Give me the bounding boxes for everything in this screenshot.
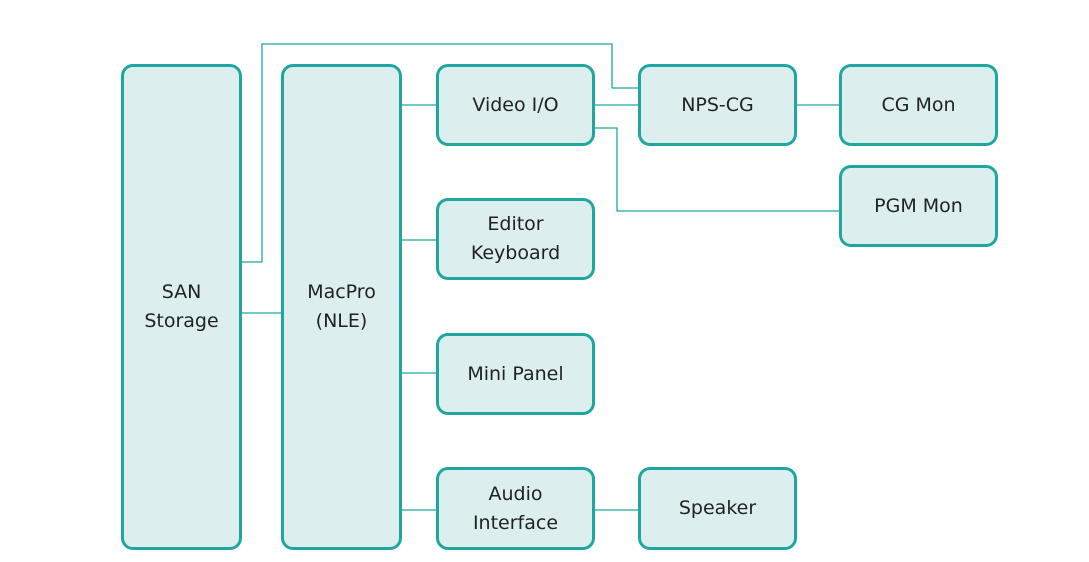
san-storage-label: SAN Storage: [144, 281, 219, 332]
audio-interface-label: Audio Interface: [472, 482, 559, 534]
mini-panel-node: Mini Panel: [436, 333, 595, 415]
nps-cg-node: NPS-CG: [638, 64, 797, 146]
connector-san-to-nps-cg: [241, 43, 640, 263]
connector-video-io-to-pgm-mon: [594, 127, 841, 212]
cg-mon-label: CG Mon: [881, 93, 956, 116]
audio-interface-node: Audio Interface: [436, 467, 595, 550]
macpro-label: MacPro (NLE): [307, 281, 376, 332]
editor-keyboard-label: Editor Keyboard: [470, 213, 561, 264]
editor-keyboard-node: Editor Keyboard: [436, 198, 595, 280]
macpro-node: MacPro (NLE): [281, 64, 402, 550]
video-io-label: Video I/O: [472, 93, 559, 116]
nps-cg-label: NPS-CG: [681, 93, 754, 116]
speaker-node: Speaker: [638, 467, 797, 550]
pgm-mon-node: PGM Mon: [839, 165, 998, 247]
cg-mon-node: CG Mon: [839, 64, 998, 146]
mini-panel-label: Mini Panel: [467, 362, 564, 385]
san-storage-node: SAN Storage: [121, 64, 242, 550]
video-io-node: Video I/O: [436, 64, 595, 146]
speaker-label: Speaker: [678, 497, 757, 519]
pgm-mon-label: PGM Mon: [874, 194, 963, 217]
